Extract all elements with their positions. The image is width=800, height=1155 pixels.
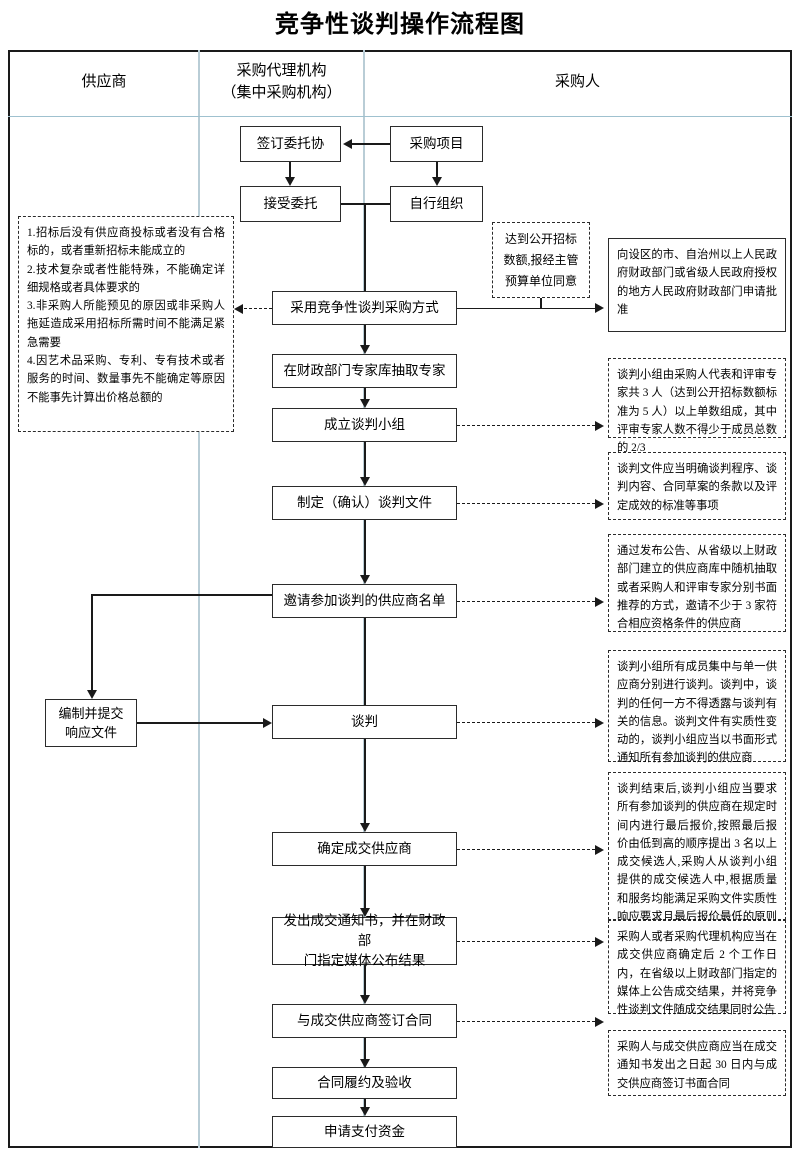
node-sign-entrust[interactable]: 签订委托协 xyxy=(240,126,341,162)
arrowhead-contract-to-performance xyxy=(359,1059,370,1068)
connector-experts-to-team xyxy=(364,388,366,399)
connector-contract-to-performance xyxy=(364,1038,366,1059)
connector-method-to-conditions xyxy=(244,308,272,309)
note-threshold-line1: 达到公开招标 xyxy=(504,231,577,246)
note-threshold-line3: 预算单位同意 xyxy=(504,273,577,288)
lane-label-purchaser: 采购人 xyxy=(554,74,600,91)
connector-determine-to-notice xyxy=(364,866,366,908)
lane-label-supplier: 供应商 xyxy=(81,74,127,91)
arrowhead-determine-to-notice xyxy=(359,908,370,917)
arrowhead-contract-to-note xyxy=(595,1016,604,1027)
note-invite-method: 通过发布公告、从省级以上财政部门建立的供应商库中随机抽取或者采购人和评审专家分别… xyxy=(608,534,786,632)
note-threshold-line2: 数额,报经主管 xyxy=(503,252,579,267)
note-negotiation-rules: 谈判小组所有成员集中与单一供应商分别进行谈判。谈判中，谈判的任何一方不得透露与谈… xyxy=(608,650,786,764)
node-procurement-project[interactable]: 采购项目 xyxy=(390,126,483,162)
connector-method-to-experts xyxy=(364,325,366,345)
arrowhead-project-to-sign xyxy=(343,138,352,149)
connector-negotiation-to-determine xyxy=(364,739,366,823)
node-self-organize[interactable]: 自行组织 xyxy=(390,186,483,222)
node-adopt-method[interactable]: 采用竞争性谈判采购方式 xyxy=(272,291,457,325)
note-announce-result: 采购人或者采购代理机构应当在成交供应商确定后 2 个工作日内，在省级以上财政部门… xyxy=(608,920,786,1016)
connector-negotiation-to-note xyxy=(457,722,595,723)
arrowhead-performance-to-payment xyxy=(359,1107,370,1116)
connector-team-to-documents xyxy=(364,442,366,477)
arrowhead-negotiation-to-determine xyxy=(359,823,370,832)
connector-supplier-drop xyxy=(91,594,93,690)
connector-notice-to-contract xyxy=(364,965,366,995)
lane-header-purchaser: 采购人 xyxy=(365,50,790,116)
note-contract-deadline: 采购人与成交供应商应当在成交通知书发出之日起 30 日内与成交供应商签订书面合同 xyxy=(608,1030,786,1096)
arrowhead-team-to-note xyxy=(595,420,604,431)
node-form-team[interactable]: 成立谈判小组 xyxy=(272,408,457,442)
arrowhead-invite-to-note xyxy=(595,596,604,607)
node-issue-notice-line1: 发出成交通知书，并在财政部 xyxy=(283,912,446,948)
node-invite-suppliers[interactable]: 邀请参加谈判的供应商名单 xyxy=(272,584,457,618)
connector-project-to-self xyxy=(436,162,438,177)
note-apply-approval: 向设区的市、自治州以上人民政府财政部门或省级人民政府授权的地方人民政府财政部门申… xyxy=(608,238,786,332)
node-issue-notice-line2: 门指定媒体公布结果 xyxy=(303,953,426,969)
connector-invite-to-note xyxy=(457,601,595,602)
node-draw-experts[interactable]: 在财政部门专家库抽取专家 xyxy=(272,354,457,388)
arrowhead-response-to-negotiation xyxy=(263,717,272,728)
lane-sublabel-agency: （集中采购机构） xyxy=(221,85,342,101)
arrowhead-method-to-experts xyxy=(359,345,370,354)
lane-label-agency: 采购代理机构 xyxy=(236,63,327,80)
arrowhead-method-to-conditions xyxy=(234,303,243,314)
page-title: 竞争性谈判操作流程图 xyxy=(275,11,525,38)
connector-invite-to-supplier xyxy=(91,594,272,596)
connector-sign-to-accept xyxy=(289,162,291,177)
connector-threshold-drop xyxy=(540,298,542,308)
connector-invite-to-negotiation xyxy=(364,618,366,705)
note-team-composition: 谈判小组由采购人代表和评审专家共 3 人（达到公开招标数额标准为 5 人）以上单… xyxy=(608,358,786,454)
connector-team-to-note xyxy=(457,425,595,426)
connector-notice-to-note xyxy=(457,941,595,942)
header-rule xyxy=(8,116,792,117)
node-contract-performance[interactable]: 合同履约及验收 xyxy=(272,1067,457,1099)
arrowhead-documents-to-note xyxy=(595,498,604,509)
arrowhead-method-to-approval xyxy=(595,303,604,313)
connector-merge-drop xyxy=(364,203,366,291)
lane-header-supplier: 供应商 xyxy=(10,50,198,116)
node-accept-entrust[interactable]: 接受委托 xyxy=(240,186,341,222)
arrowhead-notice-to-note xyxy=(595,936,604,947)
arrowhead-negotiation-to-note xyxy=(595,717,604,728)
node-prepare-response-line1: 编制并提交 xyxy=(58,705,124,721)
node-negotiation[interactable]: 谈判 xyxy=(272,705,457,739)
node-prepare-response[interactable]: 编制并提交 响应文件 xyxy=(45,699,137,747)
connector-performance-to-payment xyxy=(364,1099,366,1107)
node-sign-contract[interactable]: 与成交供应商签订合同 xyxy=(272,1004,457,1038)
note-conditions: 1.招标后没有供应商投标或者没有合格标的，或者重新招标未能成立的 2.技术复杂或… xyxy=(18,216,234,432)
arrowhead-documents-to-invite xyxy=(359,575,370,584)
node-apply-payment[interactable]: 申请支付资金 xyxy=(272,1116,457,1148)
connector-determine-to-note xyxy=(457,849,595,850)
lane-header-agency: 采购代理机构 （集中采购机构） xyxy=(200,50,363,116)
connector-documents-to-note xyxy=(457,503,595,504)
connector-method-to-approval xyxy=(457,307,595,310)
note-final-quote-rules: 谈判结束后,谈判小组应当要求所有参加谈判的供应商在规定时间内进行最后报价,按照最… xyxy=(608,772,786,960)
arrowhead-to-prepare-response xyxy=(86,690,97,699)
node-prepare-response-line2: 响应文件 xyxy=(64,725,117,740)
arrowhead-team-to-documents xyxy=(359,477,370,486)
arrowhead-sign-to-accept xyxy=(284,177,295,186)
arrowhead-determine-to-note xyxy=(595,844,604,855)
note-documents-content: 谈判文件应当明确谈判程序、谈判内容、合同草案的条款以及评定成效的标准等事项 xyxy=(608,452,786,520)
connector-documents-to-invite xyxy=(364,520,366,575)
note-public-bid-threshold: 达到公开招标 数额,报经主管 预算单位同意 xyxy=(492,222,590,298)
lane-divider-1 xyxy=(198,50,200,1148)
connector-contract-to-note xyxy=(457,1021,595,1022)
arrowhead-experts-to-team xyxy=(359,399,370,408)
node-issue-notice[interactable]: 发出成交通知书，并在财政部 门指定媒体公布结果 xyxy=(272,913,457,968)
node-make-documents[interactable]: 制定（确认）谈判文件 xyxy=(272,486,457,520)
connector-project-to-sign xyxy=(352,143,390,145)
arrowhead-project-to-self xyxy=(431,177,442,186)
connector-response-to-negotiation xyxy=(137,722,263,724)
arrowhead-notice-to-contract xyxy=(359,995,370,1004)
node-determine-supplier[interactable]: 确定成交供应商 xyxy=(272,832,457,866)
